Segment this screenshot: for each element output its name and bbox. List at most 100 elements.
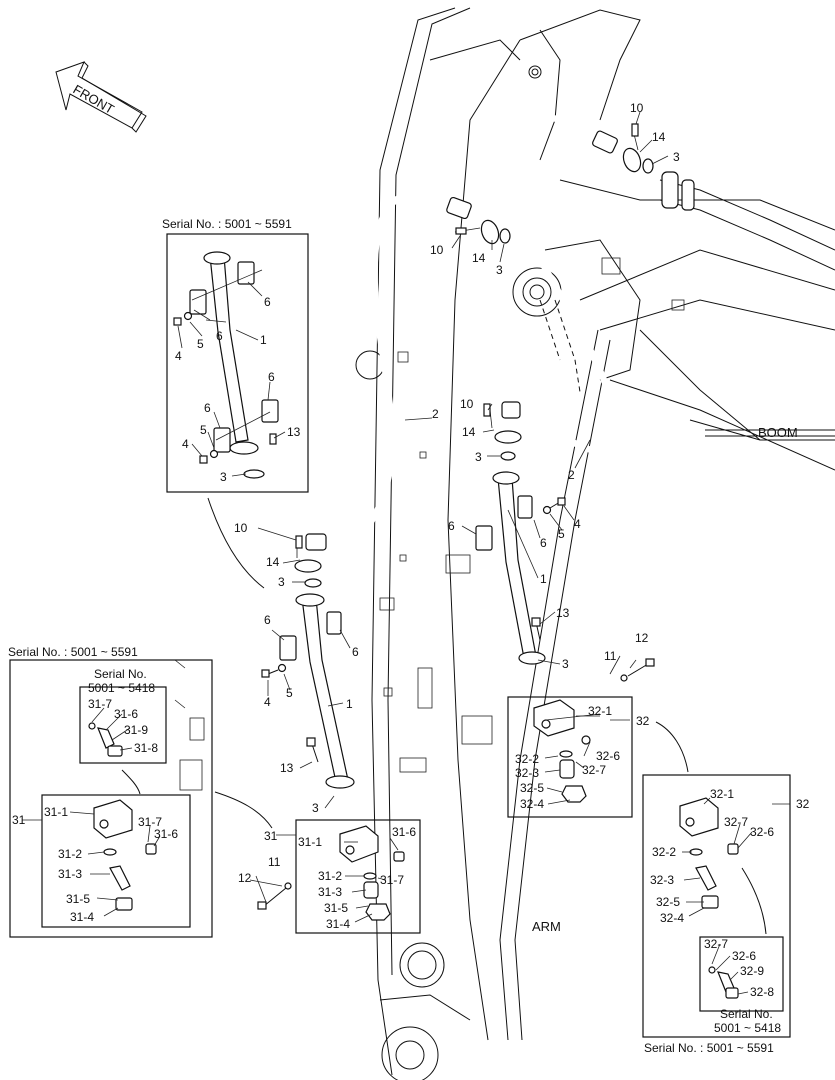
serial-no-31-sub: Serial No. [94,667,147,681]
serial-no-32-sub: Serial No. [720,1007,773,1021]
detail-box-pipe [166,233,309,493]
serial-caption-pipe-detail: Serial No. : 5001 ~ 5591 [162,217,292,231]
callout-6: 6 [268,370,275,384]
callout-31-6: 31-6 [154,827,178,841]
callout-10: 10 [234,521,248,535]
callout-14: 14 [652,130,666,144]
callout-32-7: 32-7 [704,937,728,951]
callout-3: 3 [220,470,227,484]
callout-31: 31 [264,829,278,843]
callout-32-9: 32-9 [740,964,764,978]
serial-caption-32-detail: Serial No. : 5001 ~ 5591 [644,1041,774,1055]
machine-outline [174,7,835,1080]
hoses [305,114,619,552]
callout-31-5: 31-5 [66,892,90,906]
callout-3: 3 [312,801,319,815]
callout-6: 6 [352,645,359,659]
valve-assemblies [257,658,655,934]
front-arrow: FRONT [55,61,147,133]
serial-range-31-sub: 5001 ~ 5418 [88,681,155,695]
serial-range-32-sub: 5001 ~ 5418 [714,1021,781,1035]
callout-31-6: 31-6 [114,707,138,721]
callout-31-7: 31-7 [380,873,404,887]
callout-3: 3 [562,657,569,671]
callout-1: 1 [346,697,353,711]
callout-5: 5 [558,527,565,541]
callout-32-3: 32-3 [650,873,674,887]
callout-4: 4 [175,349,182,363]
callout-2: 2 [568,468,575,482]
callout-32-3: 32-3 [515,766,539,780]
callout-32: 32 [796,797,810,811]
callout-6: 6 [264,613,271,627]
part-callouts: 10 14 3 10 14 3 2 2 10 14 3 6 6 1 5 4 6 … [12,101,810,999]
arm-label: ARM [532,919,561,934]
callout-4: 4 [182,437,189,451]
callout-32-8: 32-8 [750,985,774,999]
callout-31-7: 31-7 [138,815,162,829]
callout-32-6: 32-6 [596,749,620,763]
callout-6: 6 [540,536,547,550]
callout-32-2: 32-2 [515,752,539,766]
callout-3: 3 [278,575,285,589]
callout-14: 14 [472,251,486,265]
callout-10: 10 [630,101,644,115]
callout-12: 12 [238,871,252,885]
callout-32-6: 32-6 [750,825,774,839]
callout-6: 6 [448,519,455,533]
area-labels: BOOM ARM [532,425,798,934]
callout-1: 1 [260,333,267,347]
leader-lines [22,111,790,995]
callout-31-2: 31-2 [58,847,82,861]
callout-6: 6 [216,329,223,343]
boom-label: BOOM [758,425,798,440]
callout-32-5: 32-5 [520,781,544,795]
callout-3: 3 [475,450,482,464]
callout-13: 13 [556,606,570,620]
callout-32-4: 32-4 [660,911,684,925]
callout-5: 5 [197,337,204,351]
serial-caption-31-detail: Serial No. : 5001 ~ 5591 [8,645,138,659]
callout-31-1: 31-1 [298,835,322,849]
callout-4: 4 [264,695,271,709]
callout-11: 11 [604,649,617,663]
callout-5: 5 [200,423,207,437]
callout-31-3: 31-3 [318,885,342,899]
callout-31-6: 31-6 [392,825,416,839]
callout-31-3: 31-3 [58,867,82,881]
callout-32-7: 32-7 [724,815,748,829]
dashed-leaders [539,299,581,393]
callout-11: 11 [268,855,281,869]
callout-32-1: 32-1 [710,787,734,801]
callout-32: 32 [636,714,650,728]
callout-2: 2 [432,407,439,421]
callout-32-6: 32-6 [732,949,756,963]
callout-31-7: 31-7 [88,697,112,711]
callout-6: 6 [204,401,211,415]
callout-12: 12 [635,631,649,645]
flanges [294,129,654,588]
callout-13: 13 [280,761,294,775]
callout-14: 14 [266,555,280,569]
callout-6: 6 [264,295,271,309]
callout-5: 5 [286,686,293,700]
callout-31-1: 31-1 [44,805,68,819]
callout-32-5: 32-5 [656,895,680,909]
pipes [261,123,639,789]
callout-31-4: 31-4 [326,917,350,931]
detail-box-31 [9,659,273,938]
callout-31-4: 31-4 [70,910,94,924]
callout-3: 3 [673,150,680,164]
callout-32-4: 32-4 [520,797,544,811]
callout-31-8: 31-8 [134,741,158,755]
callout-10: 10 [430,243,444,257]
callout-1: 1 [540,572,547,586]
callout-14: 14 [462,425,476,439]
front-label: FRONT [71,82,117,117]
serial-captions: Serial No. : 5001 ~ 5591 Serial No. : 50… [8,217,781,1055]
callout-31-5: 31-5 [324,901,348,915]
callout-32-2: 32-2 [652,845,676,859]
callout-32-1: 32-1 [588,704,612,718]
callout-31-9: 31-9 [124,723,148,737]
